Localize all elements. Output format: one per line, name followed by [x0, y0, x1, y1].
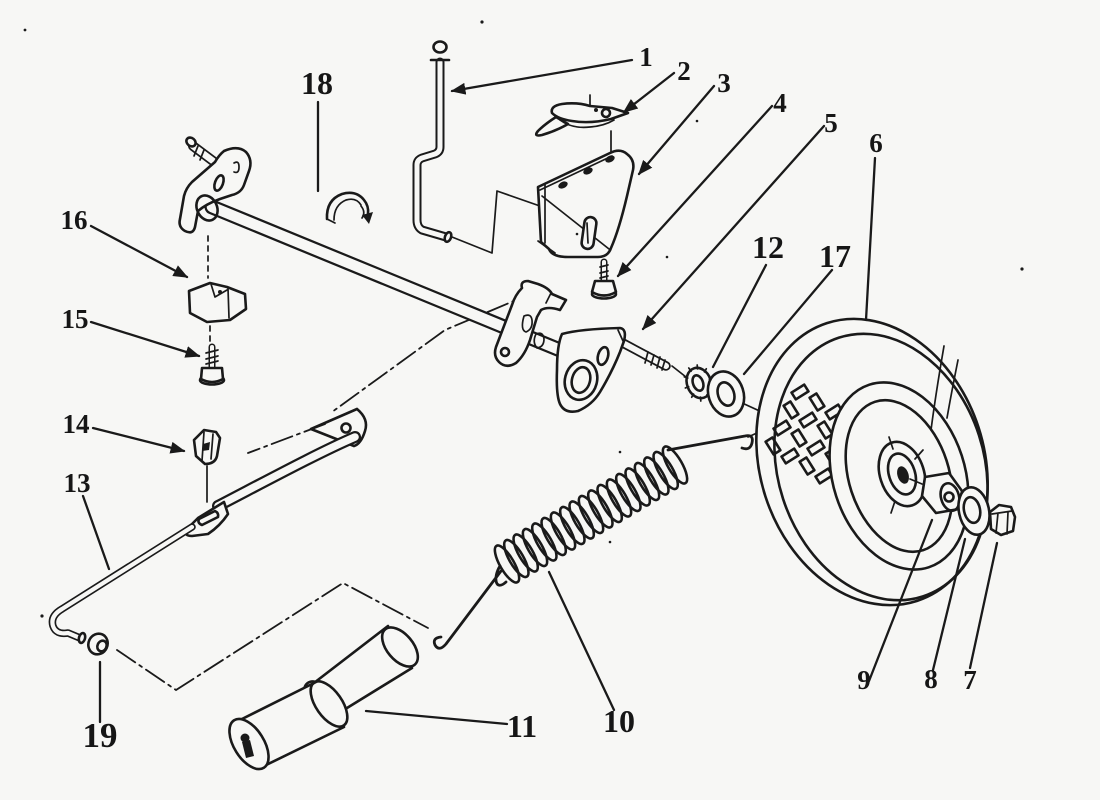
leader-14 — [91, 426, 186, 454]
callout-17: 17 — [819, 238, 851, 274]
control-rod — [412, 40, 453, 244]
callout-7: 7 — [963, 665, 977, 695]
callout-14: 14 — [63, 409, 90, 439]
callout-15: 15 — [62, 304, 89, 334]
tension-spring — [432, 434, 754, 650]
pivot-bracket — [178, 136, 252, 234]
callout-10: 10 — [603, 703, 635, 739]
leader-4 — [616, 104, 774, 278]
callout-18: 18 — [301, 65, 333, 101]
adjuster-bracket — [536, 149, 635, 259]
adjuster-rod — [48, 407, 368, 645]
callout-5: 5 — [824, 108, 838, 138]
leader-15 — [89, 320, 201, 358]
carriage-bolt — [590, 258, 618, 300]
scan-specks — [23, 20, 1024, 618]
axle-pivot-arm — [493, 279, 568, 368]
lock-washer — [683, 364, 715, 402]
axle-arm-plate — [555, 326, 671, 413]
leader-16 — [89, 224, 189, 279]
callout-13: 13 — [64, 468, 91, 498]
callout-labels: 1 2 3 4 5 6 7 8 9 10 11 12 13 14 15 16 1… — [61, 42, 977, 755]
leader-12 — [711, 263, 768, 369]
axle-tube — [204, 199, 568, 358]
leader-8 — [931, 537, 967, 672]
leader-11 — [364, 709, 509, 726]
roller-sleeves — [228, 624, 420, 771]
callout-8: 8 — [924, 664, 938, 694]
leader-6 — [864, 156, 877, 322]
clamp-screw — [198, 343, 226, 386]
retainer-clip — [192, 428, 222, 503]
leader-5 — [641, 124, 826, 331]
split-bushing — [325, 191, 373, 224]
cam-lever — [534, 94, 630, 156]
hex-nut — [988, 503, 1017, 537]
callout-16: 16 — [61, 205, 88, 235]
callout-2: 2 — [677, 56, 691, 86]
wheel — [755, 317, 989, 607]
leader-7 — [968, 541, 999, 670]
flat-washer-large — [706, 370, 746, 418]
leader-17 — [742, 268, 834, 376]
callout-3: 3 — [717, 68, 731, 98]
flat-washer — [957, 486, 991, 536]
leader-3 — [637, 84, 716, 176]
leader-9 — [867, 518, 934, 683]
callout-12: 12 — [752, 229, 784, 265]
leader-lines — [81, 58, 999, 726]
callout-9: 9 — [857, 665, 871, 695]
callout-1: 1 — [639, 42, 653, 72]
callout-4: 4 — [773, 88, 787, 118]
callout-11: 11 — [507, 708, 537, 744]
clamp-block — [187, 235, 248, 344]
leader-2 — [622, 71, 676, 114]
push-cap — [87, 632, 109, 656]
callout-6: 6 — [869, 128, 883, 158]
callout-19: 19 — [83, 716, 118, 755]
leader-1 — [450, 58, 634, 95]
leader-10 — [547, 570, 616, 712]
leader-13 — [81, 494, 111, 571]
